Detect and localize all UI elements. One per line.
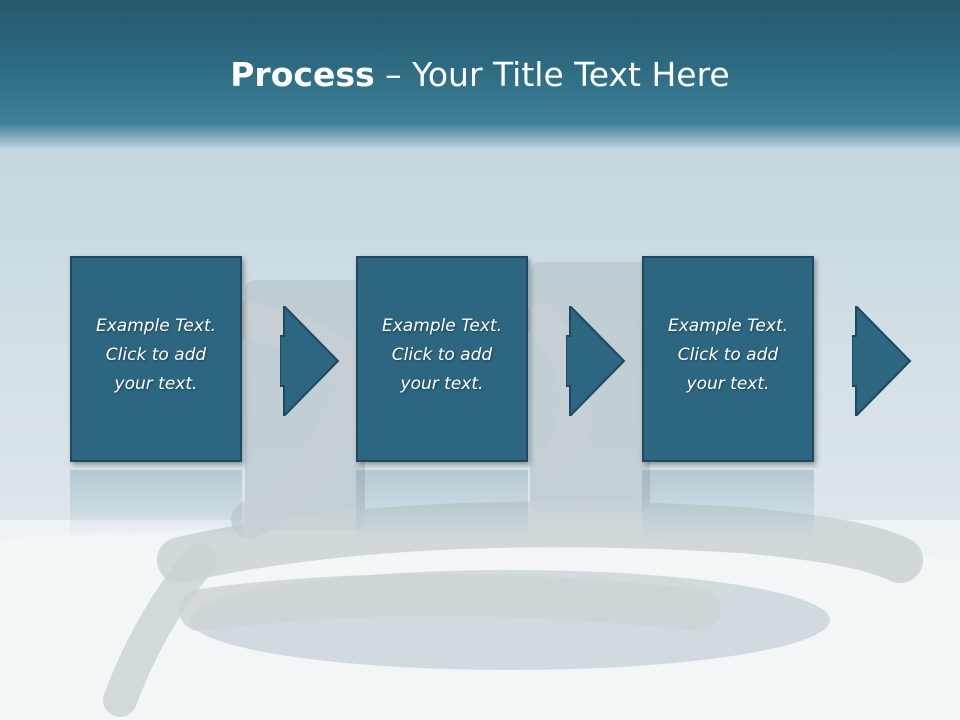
title-rest-text: – Your Title Text Here [374,55,730,94]
process-step-2[interactable]: Example Text. Click to add your text. [356,256,536,468]
step-text[interactable]: Example Text. Click to add your text. [356,312,528,399]
step-box[interactable] [70,256,242,462]
step-text-line: Example Text. [667,316,789,336]
title-bold-text: Process [230,55,375,94]
step-reflection [70,470,242,540]
step-text-line: your text. [686,374,770,394]
arrow-right-icon [566,306,626,416]
step-text-line: Example Text. [95,316,217,336]
step-box[interactable] [356,256,528,462]
step-reflection [642,470,814,540]
step-text-line: your text. [400,374,484,394]
step-reflection [356,470,528,540]
step-text[interactable]: Example Text. Click to add your text. [642,312,814,399]
step-text-line: Click to add [105,345,207,365]
step-text-line: Example Text. [381,316,503,336]
arrow-right-icon [280,306,340,416]
header-band [0,0,960,150]
process-step-3[interactable]: Example Text. Click to add your text. [642,256,822,468]
step-text-line: Click to add [391,345,493,365]
step-text-line: your text. [114,374,198,394]
process-step-1[interactable]: Example Text. Click to add your text. [70,256,250,468]
step-text-line: Click to add [677,345,779,365]
arrow-right-icon [852,306,912,416]
step-box[interactable] [642,256,814,462]
step-text[interactable]: Example Text. Click to add your text. [70,312,242,399]
slide-title[interactable]: Process – Your Title Text Here [0,52,960,98]
